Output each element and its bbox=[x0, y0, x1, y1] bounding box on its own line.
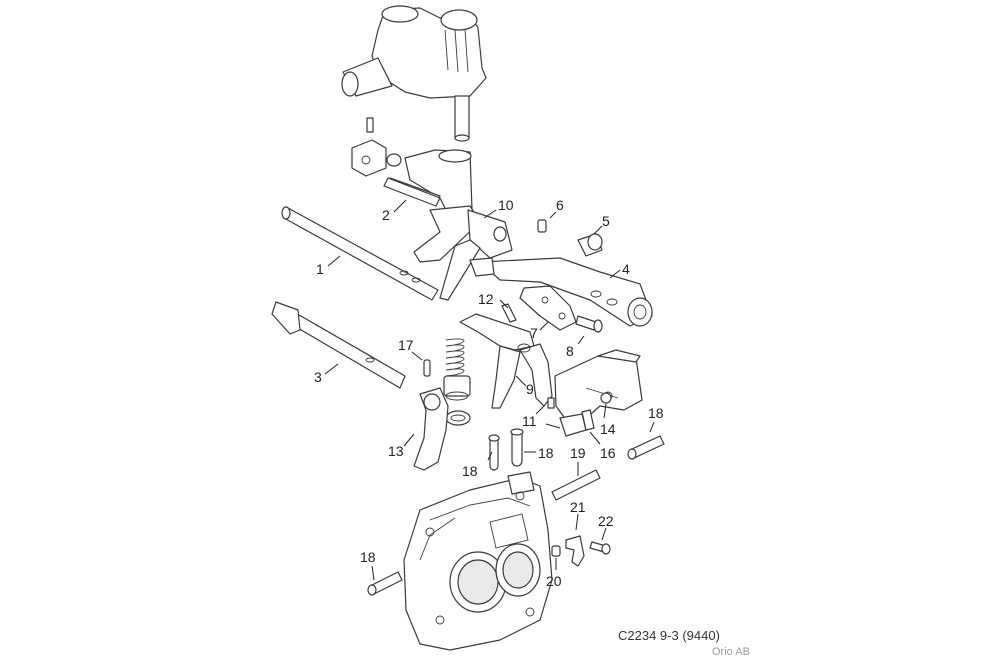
callout-17: 17 bbox=[398, 337, 414, 353]
callout-18-b: 18 bbox=[538, 445, 554, 461]
reference-code: C2234 9-3 (9440) bbox=[618, 628, 720, 643]
callout-16: 16 bbox=[600, 445, 616, 461]
callout-18-d: 18 bbox=[360, 549, 376, 565]
circlip bbox=[445, 410, 471, 426]
callout-9: 9 bbox=[526, 381, 534, 397]
pin-2 bbox=[383, 177, 441, 207]
callout-13: 13 bbox=[388, 443, 404, 459]
bolt-8 bbox=[575, 315, 603, 333]
callout-1: 1 bbox=[316, 261, 324, 277]
bracket-21 bbox=[565, 535, 585, 567]
interlock-plate bbox=[547, 349, 643, 437]
callout-4: 4 bbox=[622, 261, 630, 277]
bolt-22 bbox=[589, 541, 611, 555]
selector-fork-9 bbox=[459, 313, 553, 409]
callout-8: 8 bbox=[566, 343, 574, 359]
selector-fork-13 bbox=[413, 387, 449, 471]
gearbox-case bbox=[403, 471, 553, 651]
spring-17 bbox=[423, 338, 471, 401]
pin-18-b bbox=[510, 428, 524, 467]
callout-7: 7 bbox=[530, 325, 538, 341]
rod-19 bbox=[551, 469, 601, 501]
leader-lines bbox=[324, 199, 655, 581]
callout-20: 20 bbox=[546, 573, 562, 589]
bush-5 bbox=[577, 233, 603, 257]
callout-10: 10 bbox=[498, 197, 514, 213]
pin-18-a bbox=[488, 434, 500, 471]
selector-fork-4 bbox=[469, 257, 653, 327]
callout-21: 21 bbox=[570, 499, 586, 515]
callout-labels: 1 2 3 4 5 6 7 8 9 10 11 12 13 14 16 17 1… bbox=[314, 197, 664, 589]
pin-6 bbox=[537, 219, 547, 233]
bracket-7 bbox=[519, 285, 577, 331]
callout-2: 2 bbox=[382, 207, 390, 223]
bolt-14 bbox=[600, 392, 612, 404]
shift-rod-3 bbox=[271, 301, 406, 389]
callout-14: 14 bbox=[600, 421, 616, 437]
callout-6: 6 bbox=[556, 197, 564, 213]
pin-20 bbox=[551, 545, 561, 557]
shift-rod-1 bbox=[281, 206, 439, 301]
callout-3: 3 bbox=[314, 369, 322, 385]
callout-5: 5 bbox=[602, 213, 610, 229]
callout-18-a: 18 bbox=[462, 463, 478, 479]
copyright-notice: Orio AB bbox=[712, 646, 750, 658]
pin-12 bbox=[501, 303, 517, 323]
pin-18-c bbox=[627, 435, 665, 460]
callout-11: 11 bbox=[522, 413, 537, 429]
callout-19: 19 bbox=[570, 445, 586, 461]
pivot-block bbox=[351, 117, 402, 177]
callout-22: 22 bbox=[598, 513, 614, 529]
pin-18-d bbox=[367, 571, 403, 596]
callout-12: 12 bbox=[478, 291, 494, 307]
selector-housing bbox=[341, 5, 487, 142]
callout-18-c: 18 bbox=[648, 405, 664, 421]
